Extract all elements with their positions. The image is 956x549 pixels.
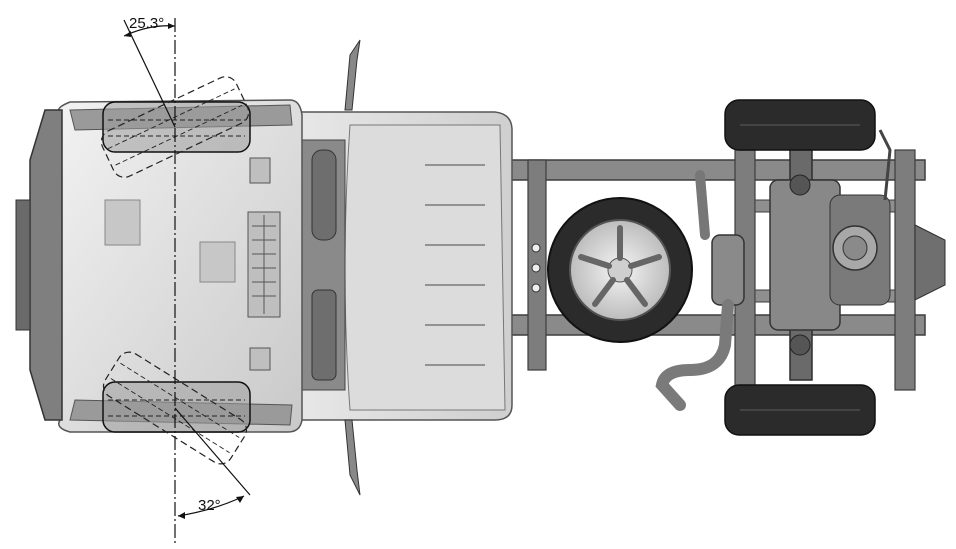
rear-wheel-top bbox=[724, 99, 876, 151]
front-bumper bbox=[15, 109, 63, 421]
mirror-bottom bbox=[344, 419, 361, 496]
rear-axle bbox=[769, 129, 946, 381]
front-angle-dimension: 25.3° bbox=[123, 15, 176, 128]
exhaust-pipe bbox=[655, 170, 745, 411]
front-wheel-top bbox=[102, 101, 251, 153]
rear-wheel-bottom bbox=[724, 384, 876, 436]
rear-angle-label: 32° bbox=[198, 497, 221, 514]
front-wheel-bottom bbox=[102, 381, 251, 433]
front-angle-label: 25.3° bbox=[129, 15, 164, 32]
mirror-top bbox=[344, 39, 361, 111]
steered-wheel-bottom-outline bbox=[102, 351, 248, 465]
front-wheel-centerlines bbox=[108, 119, 245, 417]
rear-angle-dimension: 32° bbox=[174, 407, 251, 519]
spare-tire bbox=[547, 197, 693, 343]
cab bbox=[289, 111, 513, 421]
